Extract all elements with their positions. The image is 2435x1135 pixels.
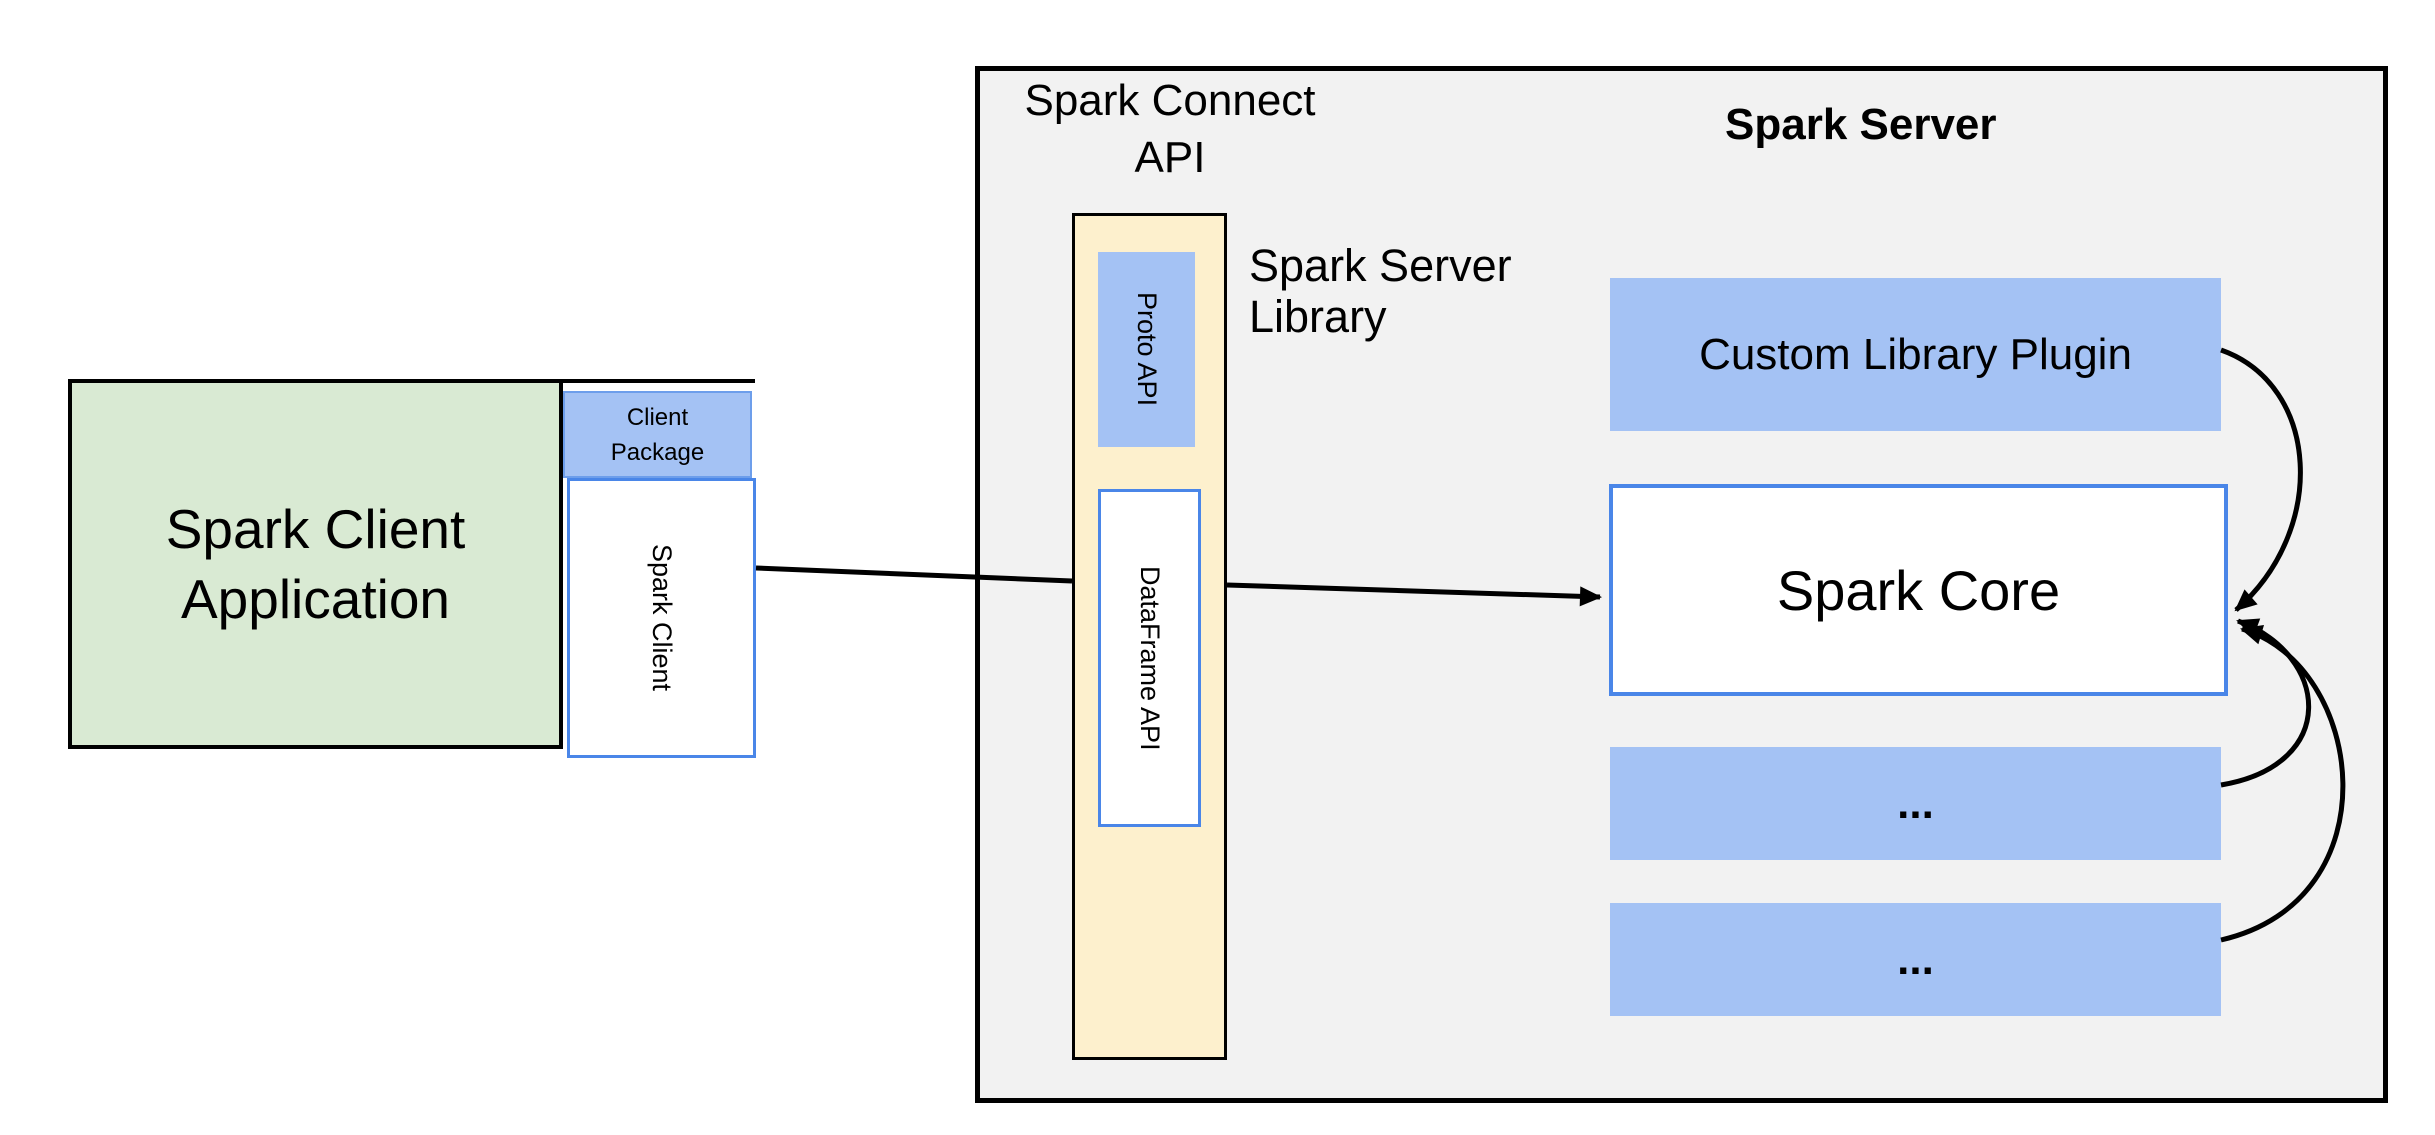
spark-connect-api-label: Spark Connect API [1024,76,1316,182]
client-package-box: Client Package [563,391,752,478]
spark-core-box: Spark Core [1609,484,2228,696]
spark-server-library-label: Spark Server Library [1249,240,1512,342]
proto-api-label: Proto API [1132,292,1162,407]
proto-api-box: Proto API [1098,252,1195,447]
ellipsis-box-1: ... [1610,747,2221,860]
dataframe-api-label: DataFrame API [1135,565,1165,751]
spark-server-title: Spark Server [1725,100,1997,149]
spark-client-box: Spark Client [567,478,756,758]
ellipsis-box-2: ... [1610,903,2221,1016]
spark-client-application-box: Spark Client Application [68,379,563,749]
custom-library-plugin-box: Custom Library Plugin [1610,278,2221,431]
spark-client-label: Spark Client [647,544,677,692]
dataframe-api-box: DataFrame API [1098,489,1201,827]
